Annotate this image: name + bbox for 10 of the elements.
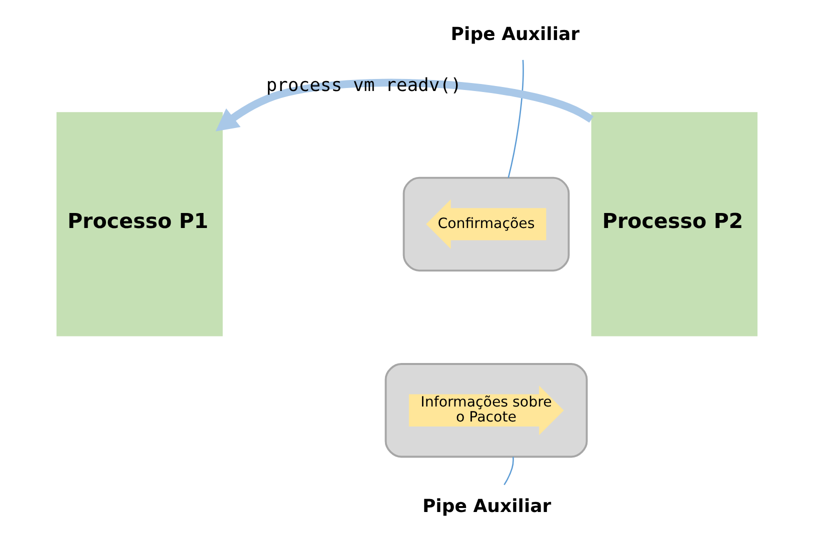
edge-label: process vm readv() xyxy=(266,75,461,96)
node-text: Pipe Auxiliar xyxy=(422,496,551,517)
connector xyxy=(507,60,524,178)
cluster xyxy=(384,363,588,458)
connector xyxy=(503,456,514,486)
node-text: Pipe Auxiliar xyxy=(450,24,580,46)
cluster xyxy=(402,176,570,272)
node-box: Processo P2 xyxy=(590,112,757,336)
arrow xyxy=(215,78,594,132)
node-box: Processo P1 xyxy=(56,112,222,336)
